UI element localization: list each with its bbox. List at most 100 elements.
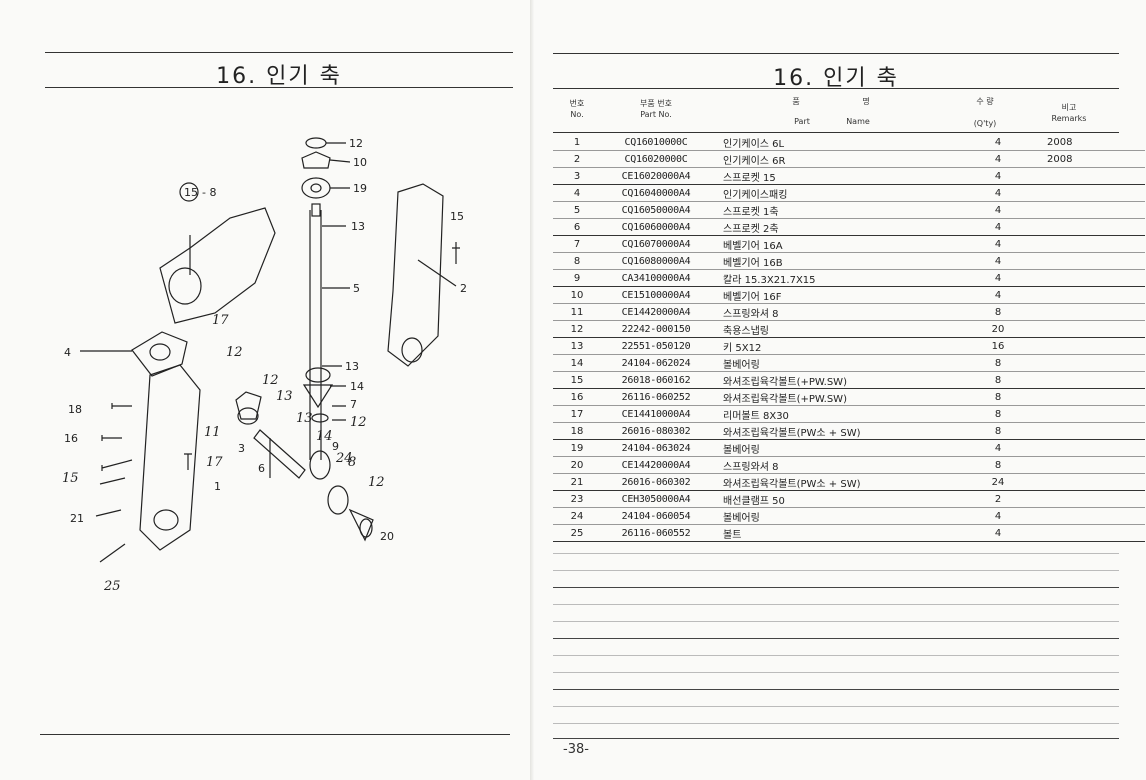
part-remarks: 2008 [1033, 150, 1145, 168]
callout-10: 10 [353, 156, 367, 169]
part-quantity: 8 [963, 456, 1033, 474]
part-number-index: 9 [553, 269, 601, 287]
part-remarks [1033, 371, 1145, 389]
header-qty-en: (Q'ty) [973, 119, 997, 128]
callout-8-lower: 8 [348, 455, 356, 470]
part-name: 베벨기어 16F [711, 286, 963, 304]
part-code: CQ16070000A4 [601, 235, 711, 253]
part-quantity: 4 [963, 439, 1033, 457]
part-number-index: 12 [553, 320, 601, 338]
part-code: 22551-050120 [601, 337, 711, 355]
part-code: 26116-060552 [601, 524, 711, 542]
part-remarks [1033, 405, 1145, 423]
part-name: 인기케이스 6R [711, 150, 963, 168]
right-title-rule-bottom [553, 88, 1119, 89]
part-code: 24104-062024 [601, 354, 711, 372]
callout-4: 4 [64, 346, 71, 359]
header-qty-ko: 수 량 [976, 97, 994, 106]
header-part-no-ko: 부품 번호 [640, 99, 672, 108]
part-name: 볼트 [711, 524, 963, 542]
blank-line [553, 706, 1119, 707]
callout-15-left: 15 [62, 471, 79, 486]
callout-1: 1 [214, 480, 221, 493]
callout-12-left: 12 [226, 345, 243, 360]
blank-line [553, 570, 1119, 571]
callout-11: 11 [204, 425, 221, 440]
callout-19: 19 [353, 182, 367, 195]
part-code: CQ16060000A4 [601, 218, 711, 236]
part-number-index: 4 [553, 184, 601, 202]
page-number: -38- [563, 742, 589, 757]
part-quantity: 4 [963, 286, 1033, 304]
blank-line [553, 689, 1119, 690]
part-quantity: 8 [963, 422, 1033, 440]
part-number-index: 6 [553, 218, 601, 236]
callout-25: 25 [103, 579, 121, 594]
callout-6: 6 [258, 462, 265, 475]
part-quantity: 8 [963, 303, 1033, 321]
header-remarks: 비고 Remarks [1020, 102, 1118, 124]
part-number-index: 14 [553, 354, 601, 372]
part-code: CQ16010000C [601, 134, 711, 151]
shaft-part [309, 210, 322, 460]
callout-13-key: 13 [296, 411, 313, 426]
header-remarks-en: Remarks [1051, 114, 1087, 123]
part-code: CA34100000A4 [601, 269, 711, 287]
part-number-index: 7 [553, 235, 601, 253]
part-number-index: 19 [553, 439, 601, 457]
left-bottom-rule [40, 734, 510, 735]
callout-15-right: 15 [450, 210, 464, 223]
part-code: CQ16080000A4 [601, 252, 711, 270]
part-quantity: 8 [963, 371, 1033, 389]
callout-13-small: 13 [276, 389, 293, 404]
callout-9: 9 [332, 440, 339, 453]
part-name: 스프로켓 1축 [711, 201, 963, 219]
header-no: 번호 No. [553, 98, 601, 120]
part-name: 축용스냅링 [711, 320, 963, 338]
part-number-index: 15 [553, 371, 601, 389]
part-quantity: 24 [963, 473, 1033, 491]
header-part-no-en: Part No. [640, 110, 672, 119]
callout-8: - 8 [202, 186, 216, 199]
part-remarks [1033, 252, 1145, 270]
part-code: 24104-060054 [601, 507, 711, 525]
callout-12-lower: 12 [368, 475, 385, 490]
part-name: 볼베어링 [711, 439, 963, 457]
part-name: 인기케이스 6L [711, 134, 963, 151]
part-code: CEH3050000A4 [601, 490, 711, 508]
callout-16: 16 [64, 432, 78, 445]
case-lower-part [139, 364, 201, 551]
callout-2: 2 [460, 282, 467, 295]
part-quantity: 4 [963, 524, 1033, 542]
callout-12-mid: 12 [350, 415, 367, 430]
part-name: 칼라 15.3X21.7X15 [711, 269, 963, 287]
sprocket-shaft-part [253, 429, 306, 479]
right-page-title: 16. 인기 축 [773, 66, 899, 91]
header-rule [553, 132, 1119, 133]
part-remarks [1033, 269, 1145, 287]
part-name: 와셔조립육각볼트(+PW.SW) [711, 371, 963, 389]
exploded-parts-diagram: 15 - 8 12 10 19 13 15 5 2 4 13 14 7 12 1… [62, 137, 467, 594]
part-name: 베벨기어 16A [711, 235, 963, 253]
part-remarks [1033, 337, 1145, 355]
bevel-gear-lower-part [302, 384, 334, 409]
snap-ring-part [305, 137, 327, 149]
part-remarks [1033, 218, 1145, 236]
part-quantity: 4 [963, 134, 1033, 151]
part-name: 베벨기어 16B [711, 252, 963, 270]
left-page [0, 0, 532, 780]
part-code: 26016-080302 [601, 422, 711, 440]
part-code: 22242-000150 [601, 320, 711, 338]
